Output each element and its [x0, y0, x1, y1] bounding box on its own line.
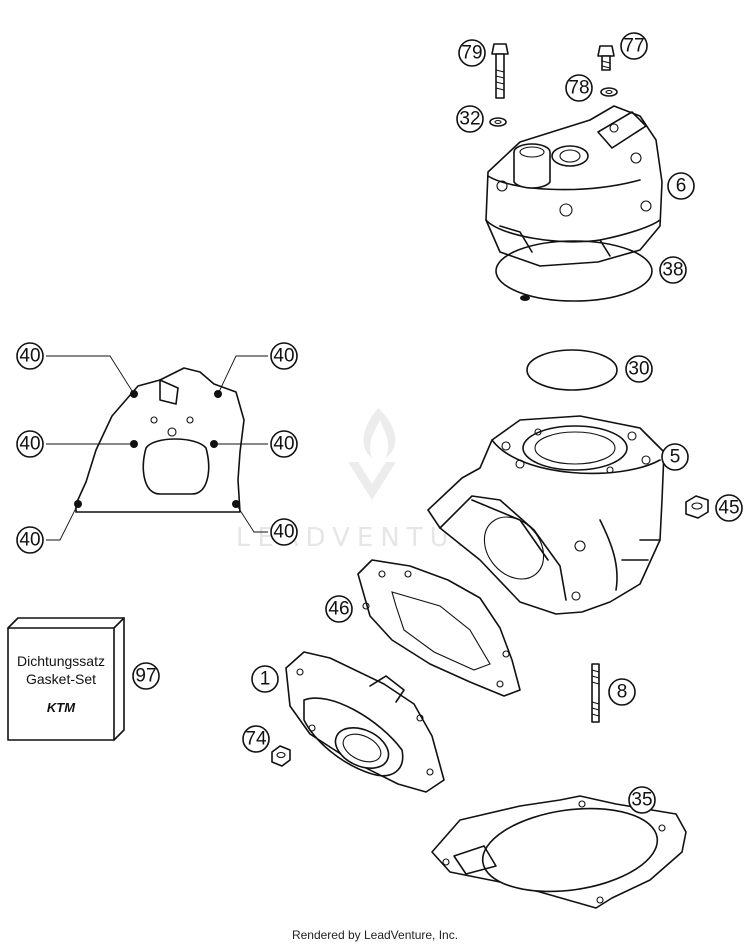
svg-text:40: 40: [19, 346, 40, 367]
watermark-flame-icon: [363, 408, 396, 458]
svg-text:6: 6: [676, 176, 687, 197]
callout-79: 79: [458, 39, 486, 67]
svg-text:40: 40: [19, 434, 40, 455]
part-38-head-o-ring: [495, 240, 653, 302]
part-5-cylinder: [427, 415, 665, 615]
part-32-washer: [489, 117, 507, 127]
part-6-cylinder-head: [485, 105, 663, 267]
callout-45: 45: [715, 494, 743, 522]
callout-5: 5: [661, 443, 689, 471]
part-77-short-bolt: [597, 45, 615, 71]
svg-text:74: 74: [245, 729, 267, 750]
part-45-nut: [685, 495, 709, 519]
callout-40-top-left: 40: [16, 342, 44, 370]
callout-97: 97: [132, 662, 160, 690]
callout-46: 46: [325, 595, 353, 623]
svg-text:97: 97: [135, 666, 156, 687]
ktm-logo: KTM: [47, 700, 76, 715]
part-79-long-bolt: [491, 43, 509, 99]
svg-text:40: 40: [19, 530, 40, 551]
part-35-base-gasket: [431, 795, 687, 909]
callout-1: 1: [251, 665, 279, 693]
svg-text:78: 78: [568, 78, 589, 99]
gasket-set-label-de: Dichtungssatz: [17, 653, 105, 669]
part-46-intake-gasket: [357, 559, 521, 697]
o-ring-joint: [520, 295, 530, 301]
part-1-intake-flange: [285, 651, 445, 793]
part-78-washer: [600, 87, 618, 97]
callout-8: 8: [608, 678, 636, 706]
svg-text:40: 40: [273, 522, 294, 543]
part-40-gasket-plate: [74, 367, 245, 513]
callout-40-top-right: 40: [270, 342, 298, 370]
svg-text:5: 5: [670, 447, 681, 468]
callout-30: 30: [625, 355, 653, 383]
callout-77: 77: [620, 32, 648, 60]
svg-text:40: 40: [273, 346, 294, 367]
svg-text:79: 79: [461, 43, 482, 64]
svg-text:38: 38: [662, 260, 683, 281]
part-74-nut: [271, 745, 291, 767]
callout-74: 74: [242, 725, 270, 753]
callout-40-bottom-right: 40: [270, 518, 298, 546]
svg-text:40: 40: [273, 434, 294, 455]
svg-text:46: 46: [328, 599, 349, 620]
callout-35: 35: [628, 786, 656, 814]
part-30-ring-gasket: [526, 349, 618, 391]
callout-78: 78: [565, 74, 593, 102]
footer-credit: Rendered by LeadVenture, Inc.: [291, 928, 459, 942]
callout-38: 38: [659, 256, 687, 284]
leaders-40: [46, 355, 268, 541]
gasket-set-label-en: Gasket-Set: [26, 671, 96, 687]
svg-text:45: 45: [718, 498, 739, 519]
svg-text:8: 8: [617, 682, 628, 703]
callout-40-mid-left: 40: [16, 430, 44, 458]
svg-text:1: 1: [260, 669, 271, 690]
svg-text:77: 77: [623, 36, 644, 57]
watermark-v-icon: [348, 462, 396, 500]
gasket-set-box: Dichtungssatz Gasket-Set KTM: [7, 617, 125, 741]
svg-text:32: 32: [459, 109, 480, 130]
callout-40-mid-right: 40: [270, 430, 298, 458]
svg-text:35: 35: [631, 790, 652, 811]
callout-32: 32: [456, 105, 484, 133]
callout-40-bottom-left: 40: [16, 526, 44, 554]
callout-6: 6: [667, 172, 695, 200]
part-8-stud: [591, 663, 600, 723]
svg-text:30: 30: [628, 359, 649, 380]
